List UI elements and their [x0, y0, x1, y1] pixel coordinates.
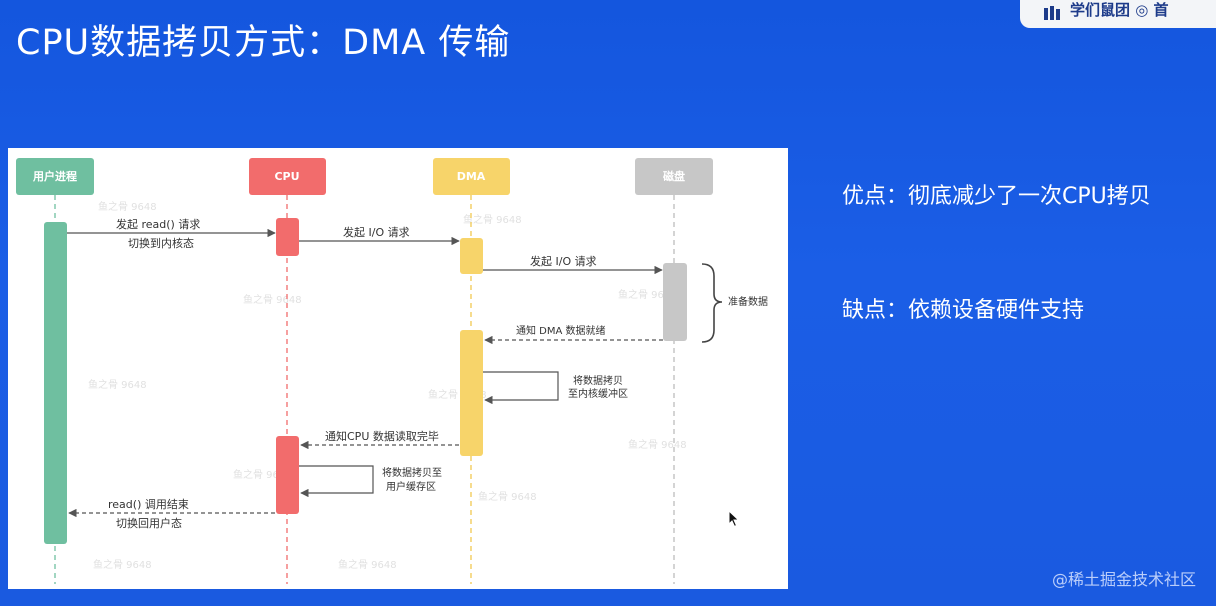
sequence-diagram-svg: 鱼之骨 9648 鱼之骨 9648 鱼之骨 9648 鱼之骨 9648 鱼之骨 …: [16, 158, 768, 584]
activation-user-process: [44, 222, 67, 544]
activation-dma-2: [460, 330, 483, 456]
actor-user-process-label: 用户进程: [33, 169, 77, 183]
message-label: 发起 I/O 请求: [343, 225, 410, 239]
message-label: 切换回用户态: [116, 516, 182, 530]
message-label: 将数据拷贝: [573, 374, 623, 387]
diagram-watermark: 鱼之骨 9648: [93, 558, 152, 571]
actor-disk-label: 磁盘: [663, 169, 685, 183]
sequence-diagram: 鱼之骨 9648 鱼之骨 9648 鱼之骨 9648 鱼之骨 9648 鱼之骨 …: [8, 148, 788, 589]
activation-dma-1: [460, 238, 483, 274]
actor-dma-label: DMA: [457, 170, 486, 183]
brand-mark-icon: [1044, 6, 1060, 20]
actor-user-process: [16, 158, 94, 195]
brand-logo-text: 学们鼠团 ◎ 首: [1070, 1, 1169, 19]
message-label: 将数据拷贝至: [382, 466, 442, 479]
mouse-cursor-icon: [728, 510, 740, 528]
actor-cpu-label: CPU: [274, 170, 299, 183]
pros-text: 优点：彻底减少了一次CPU拷贝: [842, 184, 1151, 209]
message-label: 发起 read() 请求: [116, 217, 200, 231]
message-label: read() 调用结束: [108, 498, 189, 511]
brand-logo: 学们鼠团 ◎ 首: [1020, 0, 1216, 28]
diagram-watermark: 鱼之骨 9648: [88, 378, 147, 391]
diagram-watermark: 鱼之骨 9648: [338, 558, 397, 571]
message-label: 用户缓存区: [386, 480, 436, 493]
actor-cpu: [249, 158, 326, 195]
diagram-watermark: 鱼之骨 9648: [478, 490, 537, 503]
diagram-watermark: 鱼之骨 9648: [463, 213, 522, 226]
cons-text: 缺点：依赖设备硬件支持: [842, 298, 1085, 323]
prepare-data-bracket: [701, 263, 723, 343]
actor-dma: [433, 158, 510, 195]
diagram-watermark: 鱼之骨 9648: [628, 438, 687, 451]
diagram-watermark: 鱼之骨 9648: [98, 200, 157, 213]
source-watermark: @稀土掘金技术社区: [1051, 570, 1196, 589]
actor-disk: [635, 158, 713, 195]
activation-cpu-1: [276, 218, 299, 256]
message-label: 通知 DMA 数据就绪: [516, 324, 606, 337]
message-arrow-copy-to-kernel: [483, 371, 559, 405]
activation-disk: [663, 263, 687, 341]
diagram-watermark: 鱼之骨 9648: [243, 293, 302, 306]
message-label: 发起 I/O 请求: [530, 254, 597, 268]
message-label: 通知CPU 数据读取完毕: [325, 429, 439, 443]
message-label: 切换到内核态: [128, 236, 194, 250]
message-arrow-copy-to-user: [299, 465, 374, 498]
activation-cpu-2: [276, 436, 299, 514]
slide-title: CPU数据拷贝方式：DMA 传输: [16, 23, 511, 63]
diagram-watermark: 鱼之骨 9648: [618, 288, 677, 301]
message-label: 至内核缓冲区: [568, 387, 628, 400]
message-label: 准备数据: [728, 295, 768, 308]
